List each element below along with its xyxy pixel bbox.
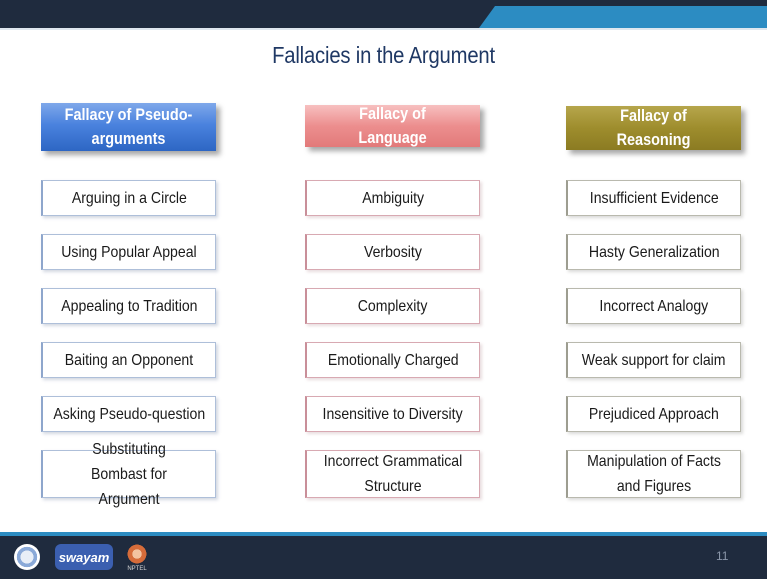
list-item: Insensitive to Diversity [305, 396, 480, 432]
list-item: Insufficient Evidence [566, 180, 741, 216]
item-label: Incorrect Grammatical Structure [323, 453, 463, 495]
item-label: Asking Pseudo-question [53, 405, 205, 423]
item-label: Arguing in a Circle [71, 189, 187, 207]
header-pseudo-arguments: Fallacy of Pseudo-arguments [41, 103, 216, 151]
footer-bar [0, 536, 767, 579]
swayam-logo-text: swayam [58, 549, 110, 565]
item-label: Using Popular Appeal [61, 243, 197, 261]
nptel-logo [126, 543, 148, 565]
item-label: Baiting an Opponent [64, 351, 194, 369]
list-item: Incorrect Analogy [566, 288, 741, 324]
list-item: Baiting an Opponent [41, 342, 216, 378]
item-label: Hasty Generalization [588, 243, 720, 261]
list-item: Weak support for claim [566, 342, 741, 378]
header-reasoning: Fallacy of Reasoning [566, 106, 741, 150]
list-item: Substituting Bombast for Argument [41, 441, 216, 508]
item-label: Complexity [358, 297, 428, 315]
list-item: Manipulation of Facts and Figures [566, 450, 741, 498]
top-bar-accent [479, 6, 767, 28]
mhrd-logo [14, 544, 40, 570]
item-label: Ambiguity [362, 189, 424, 207]
header-label: Fallacy of Language [358, 104, 427, 147]
item-label: Verbosity [364, 243, 422, 261]
item-label: Appealing to Tradition [60, 297, 198, 315]
list-item: Incorrect Grammatical Structure [305, 450, 480, 498]
item-label: Incorrect Analogy [599, 297, 709, 315]
list-item: Arguing in a Circle [41, 180, 216, 216]
list-item: Ambiguity [305, 180, 480, 216]
list-item: Appealing to Tradition [41, 288, 216, 324]
list-item: Hasty Generalization [566, 234, 741, 270]
nptel-caption: NPTEL [127, 566, 147, 572]
list-item: Emotionally Charged [305, 342, 480, 378]
top-divider [0, 28, 767, 30]
list-item: Complexity [305, 288, 480, 324]
item-label: Weak support for claim [582, 351, 726, 369]
item-label: Insensitive to Diversity [322, 405, 464, 423]
slide-title: Fallacies in the Argument [272, 42, 495, 68]
list-item: Prejudiced Approach [566, 396, 741, 432]
header-label: Fallacy of Reasoning [616, 106, 691, 149]
swayam-logo: swayam [55, 544, 113, 570]
item-label: Insufficient Evidence [589, 189, 719, 207]
slide-number: 11 [716, 549, 729, 563]
item-label: Emotionally Charged [327, 351, 459, 369]
item-label: Substituting Bombast for Argument [91, 440, 167, 508]
item-label: Prejudiced Approach [589, 405, 719, 423]
header-language: Fallacy of Language [305, 104, 480, 147]
list-item: Asking Pseudo-question [41, 396, 216, 432]
item-label: Manipulation of Facts and Figures [587, 453, 721, 495]
top-bar [0, 0, 767, 28]
header-label: Fallacy of Pseudo-arguments [64, 105, 193, 148]
bottom-accent-line [0, 532, 767, 536]
list-item: Verbosity [305, 234, 480, 270]
list-item: Using Popular Appeal [41, 234, 216, 270]
